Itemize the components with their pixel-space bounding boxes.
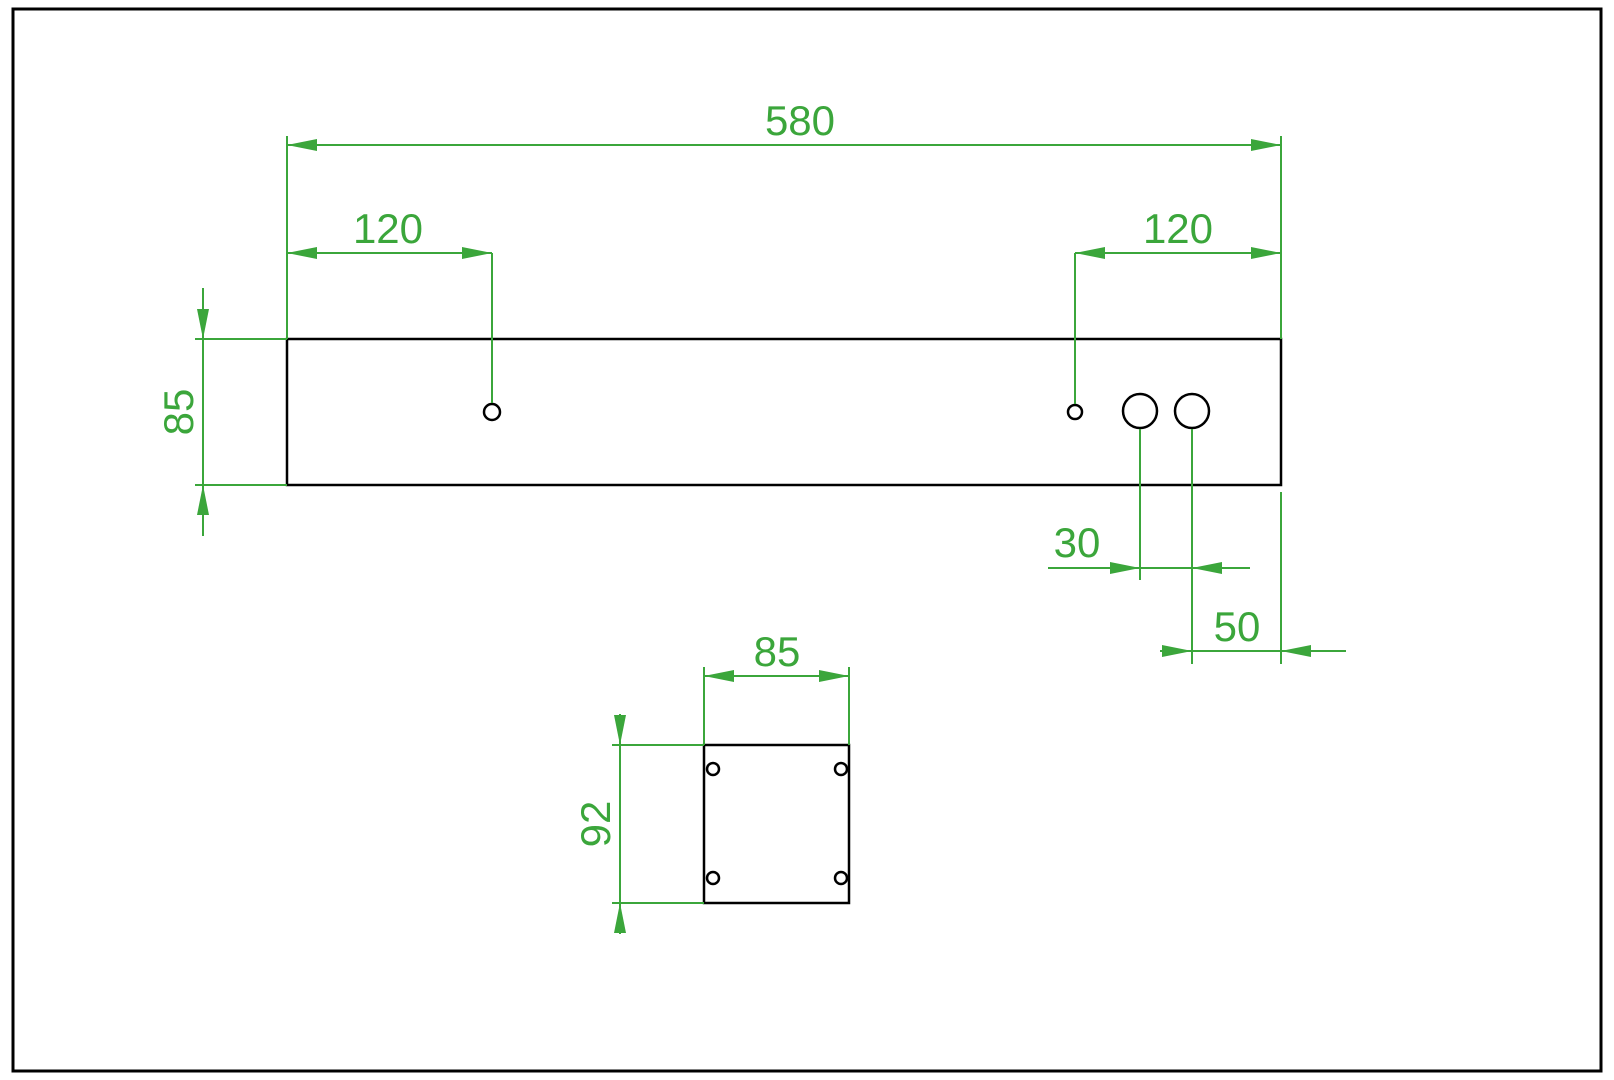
hole-spacing-dimension-label: 30 — [1054, 519, 1101, 566]
arrowhead-left — [704, 670, 734, 682]
arrowhead-right — [1192, 562, 1222, 574]
arrowhead-bottom — [614, 903, 626, 933]
section-view — [702, 743, 851, 905]
arrowhead-left — [1075, 247, 1105, 259]
front-height-dimension-label: 85 — [155, 389, 202, 436]
section-hole-bottom-right — [833, 870, 849, 886]
right-hole-offset-dimension-label: 120 — [1143, 205, 1213, 252]
arrowhead-left — [287, 247, 317, 259]
front-large-hole-2 — [1173, 392, 1211, 430]
front-right-small-hole — [1066, 403, 1084, 421]
left-hole-offset-dimension-label: 120 — [353, 205, 423, 252]
arrowhead-right — [1251, 139, 1281, 151]
arrowhead-right — [1281, 645, 1311, 657]
front-view-outline — [285, 337, 1283, 487]
sheet-border — [11, 7, 1603, 1073]
arrowhead-bottom — [197, 485, 209, 515]
front-view — [285, 337, 1283, 487]
dim-hole-spacing: 30 — [1048, 429, 1250, 664]
arrowhead-right — [819, 670, 849, 682]
dim-front-height: 85 — [155, 288, 287, 536]
section-width-dimension-label: 85 — [754, 628, 801, 675]
arrowhead-left — [287, 139, 317, 151]
dim-section-height: 92 — [572, 714, 704, 934]
arrowhead-right — [1251, 247, 1281, 259]
dim-section-width: 85 — [703, 628, 850, 745]
overall-width-dimension-label: 580 — [765, 97, 835, 144]
section-height-dimension-label: 92 — [572, 801, 619, 848]
dim-hole-to-edge: 50 — [1160, 492, 1346, 664]
front-left-small-hole — [482, 402, 502, 422]
dim-right-hole-offset: 120 — [1074, 205, 1281, 404]
arrowhead-right — [462, 247, 492, 259]
front-large-hole-1 — [1121, 392, 1159, 430]
arrowhead-top — [614, 715, 626, 745]
section-hole-top-right — [833, 761, 849, 777]
arrowhead-top — [197, 309, 209, 339]
arrowhead-left — [1162, 645, 1192, 657]
dim-left-hole-offset: 120 — [287, 205, 493, 403]
section-hole-bottom-left — [705, 870, 721, 886]
dim-overall-width: 580 — [286, 97, 1282, 339]
section-view-outline — [702, 743, 851, 905]
arrowhead-left — [1110, 562, 1140, 574]
section-hole-top-left — [705, 761, 721, 777]
hole-to-edge-dimension-label: 50 — [1214, 603, 1261, 650]
